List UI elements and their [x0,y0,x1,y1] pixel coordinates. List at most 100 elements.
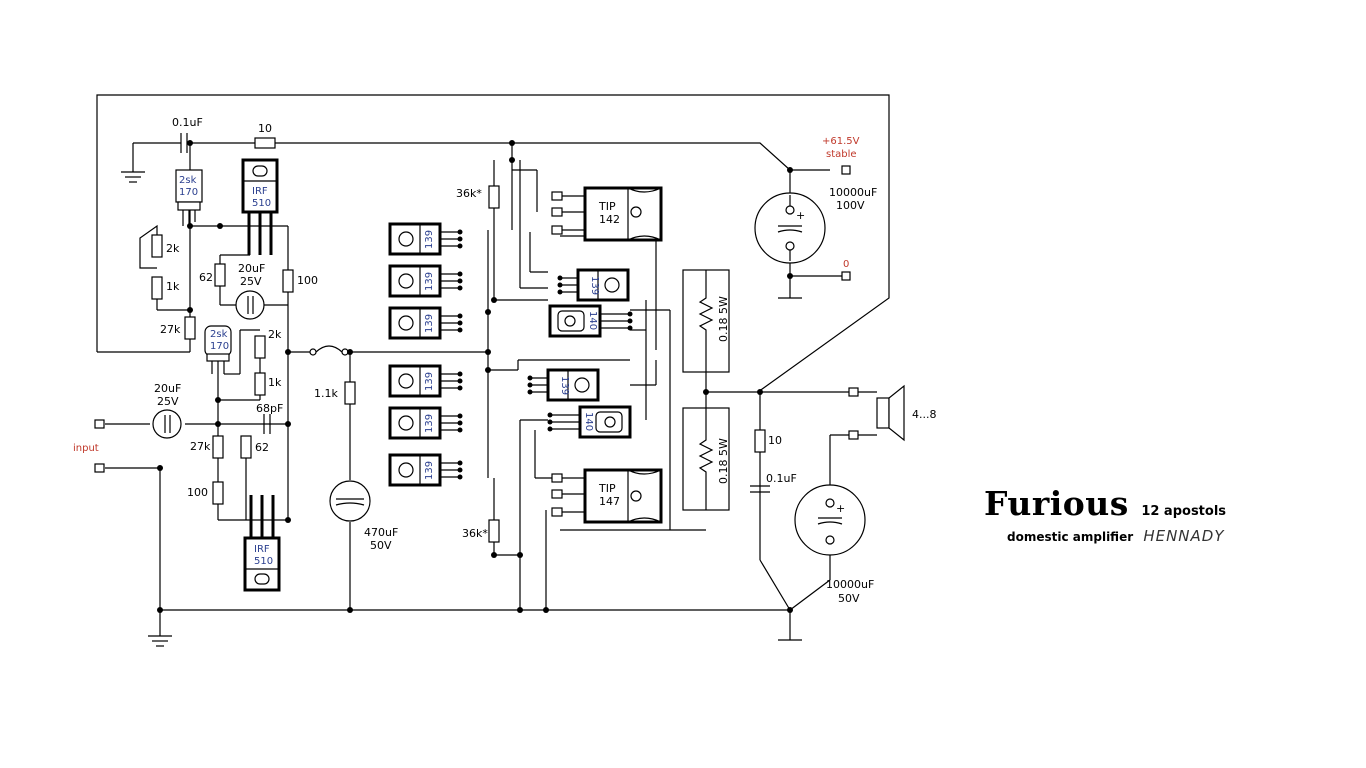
capacitor-68pf [263,414,271,434]
terminal-ground [841,271,851,281]
brand-description-block: domestic amplifier HENNADY [1007,527,1225,545]
label-transistor-140-top: 140 [587,311,598,330]
label-r-36k-top: 36k* [456,187,482,200]
resistor-1-1k [344,381,356,405]
label-supply-stable: stable [826,149,857,160]
resistor-100-top [282,269,294,293]
resistor-10-top [254,137,276,149]
label-r-27k-top: 27k [160,323,181,336]
junction-dot [509,140,515,146]
transistor-140-top: 140 [548,304,633,338]
fuse-switch [309,345,349,356]
junction-dot [215,397,221,403]
label-supply-voltage: +61.5V [822,136,860,147]
label-input: input [73,443,99,454]
label-2sk-top-a: 2sk [179,175,197,186]
speaker-icon [848,384,905,442]
junction-dot [787,167,793,173]
label-r-018-top: 0.18 5W [717,296,730,342]
junction-dot [157,607,163,613]
resistor-018-top [682,269,730,373]
junction-dot [787,273,793,279]
junction-dot [485,367,491,373]
label-r-100-top: 100 [297,274,318,287]
capacitor-01uf-top [180,133,188,153]
junction-dot [187,140,193,146]
label-2sk-top-b: 170 [179,187,198,198]
junction-dot [485,349,491,355]
terminal-input-signal [94,419,105,429]
wiring [96,94,890,640]
potentiometer-2k-mid [254,335,266,359]
label-c-20uf-in: 20uF [154,382,181,395]
ground-symbol-bottom [148,635,172,647]
junction-dot [157,465,163,471]
label-2sk-mid-b: 170 [210,341,229,352]
terminal-input-ground [94,463,105,473]
label-cap-big-bot-v: 50V [838,592,860,605]
junction-dot [517,552,523,558]
junction-dot [187,223,193,229]
mosfet-irf510-bottom [243,495,281,592]
transistor-2sk170-top [175,169,203,226]
label-r-2k-b: 2k [268,328,282,341]
label-c-01uf-top: 0.1uF [172,116,203,129]
transistor-139-left-6: 139 [388,453,463,487]
junction-dot [757,389,763,395]
label-r-10-zobel: 10 [768,434,782,447]
junction-dot [285,421,291,427]
transistor-2sk170-mid [204,325,232,374]
label-transistor-139-driver-top: 139 [589,276,600,295]
label-tip-bot-a: TIP [598,482,616,495]
label-r-1k-b: 1k [268,376,282,389]
junction-dot [787,607,793,613]
junction-dot [491,552,497,558]
label-transistor-139-driver-bottom: 139 [559,376,570,395]
resistor-62-bottom [240,435,252,459]
junction-dot [215,421,221,427]
brand-subtitle: 12 apostols [1141,504,1227,519]
label-irf-top-a: IRF [252,186,268,197]
darlington-tip142 [551,186,663,242]
label-tip-top-a: TIP [598,200,616,213]
label-c-50v-470: 50V [370,539,392,552]
label-r-10-top: 10 [258,122,272,135]
transistor-139-left-1: 139 [388,222,463,256]
transistor-139-driver-top: 139 [557,268,630,302]
label-cap-big-top-v: 100V [836,199,865,212]
junction-dot [517,607,523,613]
capacitor-10000uf-top [754,192,826,264]
junction-dot [347,349,353,355]
junction-dot [217,223,223,229]
label-r-2k-a: 2k [166,242,180,255]
label-r-018-bot: 0.18 5W [717,438,730,484]
pot-wiper-top [139,224,158,269]
resistor-10-zobel [754,429,766,453]
label-c-470uf: 470uF [364,526,398,539]
label-r-36k-bot: 36k* [462,527,488,540]
label-cap-big-bot-val: 10000uF [826,578,874,591]
resistor-62-top [214,263,226,287]
capacitor-20uf-top [235,290,265,320]
label-2sk-mid-a: 2sk [210,329,228,340]
junction-dot [509,157,515,163]
label-c-25v-in: 25V [157,395,179,408]
ground-symbol-top [121,171,145,183]
brand-title-block: Furious 12 apostols [984,484,1226,523]
label-r-100-bot: 100 [187,486,208,499]
label-r-11k: 1.1k [314,387,338,400]
junction-dot [285,349,291,355]
label-c-20uf-top: 20uF [238,262,265,275]
brand-author: HENNADY [1143,527,1225,545]
label-r-1k-a: 1k [166,280,180,293]
junction-dots [157,140,793,613]
resistor-100-bottom [212,481,224,505]
brand-title: Furious [984,484,1129,523]
terminal-supply [841,165,851,175]
junction-dot [703,389,709,395]
junction-dot [485,309,491,315]
label-r-62-bot: 62 [255,441,269,454]
darlington-tip147 [551,468,663,524]
